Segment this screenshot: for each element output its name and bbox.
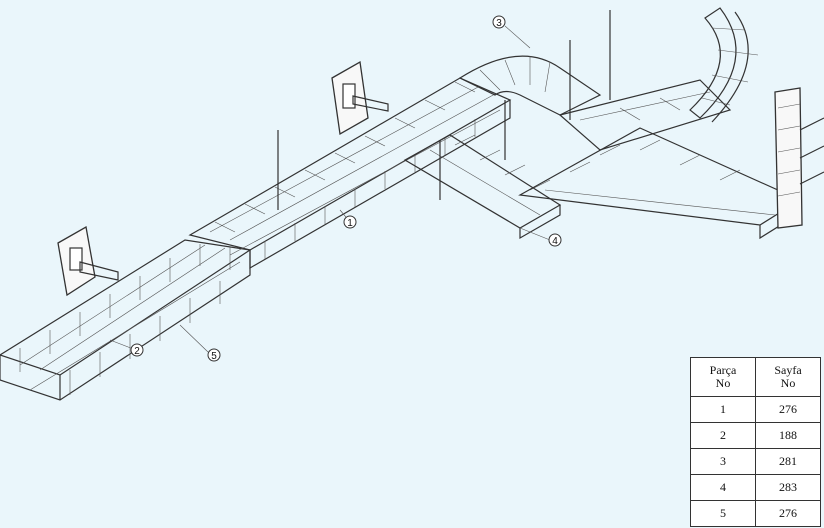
column-support — [774, 87, 824, 229]
part-cell: 1 — [690, 396, 756, 423]
table-row: 5 276 — [690, 500, 821, 527]
callout-2-label: 2 — [134, 346, 140, 357]
threaded-rods — [277, 10, 611, 210]
callout-leaders — [109, 25, 551, 353]
callout-4-label: 4 — [552, 236, 558, 247]
callout-5-label: 5 — [211, 351, 217, 362]
page-cell: 283 — [755, 474, 821, 501]
page-cell: 188 — [755, 422, 821, 449]
parts-table: Parça No Sayfa No 1 276 2 188 3 281 4 28… — [690, 357, 821, 527]
branch-tray — [403, 134, 562, 240]
callout-4: 4 — [548, 233, 562, 247]
header-page-line2: No — [780, 376, 796, 390]
table-row: 3 281 — [690, 448, 821, 475]
table-header-row: Parça No Sayfa No — [690, 357, 821, 397]
part-cell: 5 — [690, 500, 756, 527]
header-page-line1: Sayfa — [774, 363, 802, 377]
part-cell: 3 — [690, 448, 756, 475]
callout-1-label: 1 — [347, 218, 353, 229]
wide-tray — [0, 239, 252, 401]
bend-section — [458, 55, 602, 116]
part-cell: 2 — [690, 422, 756, 449]
table-row: 4 283 — [690, 474, 821, 501]
callout-5: 5 — [207, 348, 221, 362]
right-tray — [518, 79, 802, 240]
page-cell: 276 — [755, 396, 821, 423]
callout-3: 3 — [492, 15, 506, 29]
header-part-line2: No — [715, 376, 731, 390]
header-part-no: Parça No — [690, 357, 756, 397]
header-page-no: Sayfa No — [755, 357, 821, 397]
table-row: 1 276 — [690, 396, 821, 423]
callout-3-label: 3 — [496, 18, 502, 29]
page-cell: 281 — [755, 448, 821, 475]
page-cell: 276 — [755, 500, 821, 527]
header-part-line1: Parça — [709, 363, 737, 377]
wall-bracket-left — [57, 225, 119, 297]
callout-1: 1 — [343, 215, 357, 229]
narrow-tray — [188, 77, 512, 270]
table-row: 2 188 — [690, 422, 821, 449]
part-cell: 4 — [690, 474, 756, 501]
vertical-bend — [689, 7, 759, 123]
wall-bracket-upper — [331, 60, 389, 136]
callout-2: 2 — [130, 343, 144, 357]
